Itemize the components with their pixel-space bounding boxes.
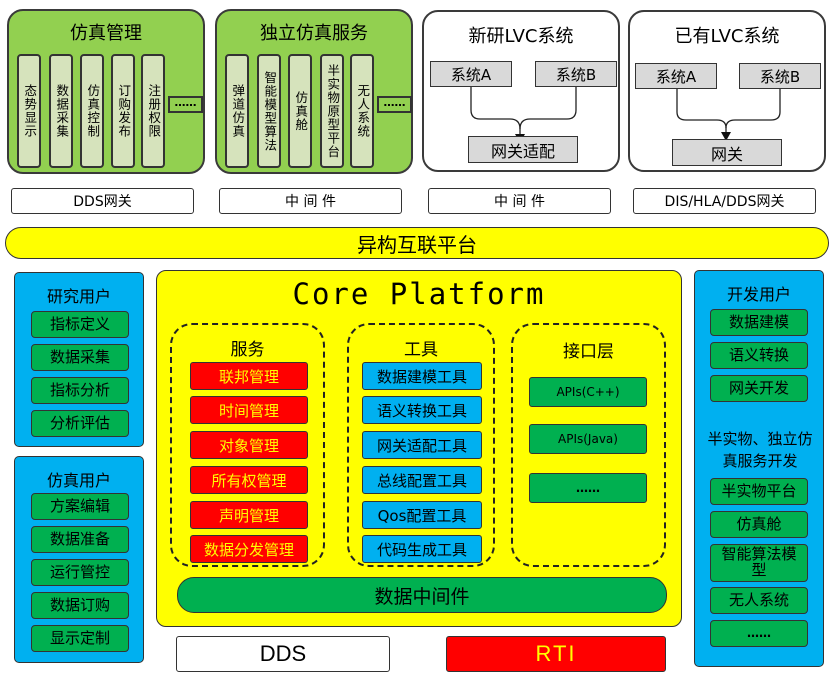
dev-subtitle: 半实物、独立仿真服务开发 — [707, 430, 813, 470]
sim-users-panel: 仿真用户 方案编辑 数据准备 运行管控 数据订购 显示定制 — [14, 456, 144, 663]
sim-mgmt-item: 态势显示 — [17, 54, 41, 168]
research-item: 指标定义 — [31, 311, 129, 338]
hetero-interconnect-platform: 异构互联平台 — [5, 227, 829, 259]
dev-item: 语义转换 — [710, 342, 808, 369]
api-item-more: …… — [529, 473, 647, 503]
tool-item: 网关适配工具 — [362, 431, 482, 459]
sim-user-item: 运行管控 — [31, 559, 129, 586]
standalone-item: 弹道仿真 — [225, 54, 249, 168]
existing-lvc-gateway: 网关 — [672, 139, 782, 166]
services-title: 服务 — [230, 340, 265, 360]
service-item: 时间管理 — [190, 396, 308, 424]
sim-mgmt-more: …… — [168, 96, 203, 113]
core-platform: Core Platform 服务 联邦管理 时间管理 对象管理 所有权管理 声明… — [156, 270, 682, 627]
research-users-panel: 研究用户 指标定义 数据采集 指标分析 分析评估 — [14, 272, 144, 447]
standalone-item: 半实物原型平台 — [320, 54, 344, 168]
standalone-item: 无人系统 — [350, 54, 374, 168]
dev-item: 数据建模 — [710, 309, 808, 336]
sim-mgmt-item: 仿真控制 — [80, 54, 104, 168]
research-item: 分析评估 — [31, 410, 129, 437]
tool-item: 代码生成工具 — [362, 535, 482, 563]
dds-box: DDS — [176, 636, 390, 672]
data-middleware-bar: 数据中间件 — [177, 577, 667, 613]
standalone-more: …… — [377, 96, 412, 113]
dev-sub-item: 半实物平台 — [710, 478, 808, 505]
gateway-label-dis-hla-dds: DIS/HLA/DDS网关 — [633, 188, 816, 214]
standalone-item: 仿真舱 — [288, 54, 312, 168]
existing-lvc-system-b: 系统B — [739, 63, 821, 89]
dev-sub-item-more: …… — [710, 620, 808, 647]
service-item: 对象管理 — [190, 431, 308, 459]
sim-user-item: 方案编辑 — [31, 493, 129, 520]
existing-lvc-system-a: 系统A — [635, 63, 717, 89]
dev-sub-item: 仿真舱 — [710, 511, 808, 538]
research-item: 数据采集 — [31, 344, 129, 371]
standalone-service-group: 独立仿真服务 弹道仿真 智能模型算法 仿真舱 半实物原型平台 无人系统 …… — [215, 9, 413, 174]
service-item: 数据分发管理 — [190, 535, 308, 563]
tool-item: 总线配置工具 — [362, 466, 482, 494]
sim-management-title: 仿真管理 — [70, 23, 142, 44]
arrow-down-icon — [721, 132, 731, 141]
api-item-java: APIs(Java) — [529, 424, 647, 454]
new-lvc-group: 新研LVC系统 系统A 系统B 网关适配 — [422, 10, 620, 172]
sim-user-item: 数据准备 — [31, 526, 129, 553]
gateway-label-middleware-2: 中 间 件 — [428, 188, 611, 214]
dev-item: 网关开发 — [710, 375, 808, 402]
service-item: 声明管理 — [190, 501, 308, 529]
tools-group: 工具 数据建模工具 语义转换工具 网关适配工具 总线配置工具 Qos配置工具 代… — [347, 323, 495, 567]
research-users-title: 研究用户 — [46, 287, 111, 306]
dev-sub-item: 无人系统 — [710, 587, 808, 614]
existing-lvc-title: 已有LVC系统 — [674, 26, 780, 47]
dev-users-panel: 开发用户 数据建模 语义转换 网关开发 半实物、独立仿真服务开发 半实物平台 仿… — [694, 270, 824, 667]
new-lvc-title: 新研LVC系统 — [468, 26, 574, 47]
core-platform-title: Core Platform — [292, 277, 546, 311]
existing-lvc-connector — [676, 89, 781, 141]
interface-layer-title: 接口层 — [563, 342, 614, 362]
sim-user-item: 数据订购 — [31, 592, 129, 619]
gateway-label-dds: DDS网关 — [11, 188, 194, 214]
interface-layer-group: 接口层 APIs(C++) APIs(Java) …… — [511, 323, 666, 567]
gateway-label-middleware-1: 中 间 件 — [219, 188, 402, 214]
tool-item: 语义转换工具 — [362, 396, 482, 424]
tool-item: Qos配置工具 — [362, 501, 482, 529]
service-item: 联邦管理 — [190, 362, 308, 390]
sim-user-item: 显示定制 — [31, 625, 129, 652]
new-lvc-gateway-adapter: 网关适配 — [468, 136, 578, 163]
sim-users-title: 仿真用户 — [46, 471, 111, 490]
rti-box: RTI — [446, 636, 666, 672]
api-item-cpp: APIs(C++) — [529, 377, 647, 407]
sim-mgmt-item: 注册权限 — [141, 54, 165, 168]
dev-users-title: 开发用户 — [726, 285, 791, 304]
sim-mgmt-item: 订购发布 — [111, 54, 135, 168]
existing-lvc-group: 已有LVC系统 系统A 系统B 网关 — [628, 10, 826, 172]
service-item: 所有权管理 — [190, 466, 308, 494]
dev-sub-item: 智能算法模型 — [710, 544, 808, 582]
sim-mgmt-item: 数据采集 — [49, 54, 73, 168]
sim-management-group: 仿真管理 态势显示 数据采集 仿真控制 订购发布 注册权限 …… — [7, 9, 205, 174]
tools-title: 工具 — [404, 340, 438, 360]
new-lvc-system-a: 系统A — [430, 61, 512, 87]
services-group: 服务 联邦管理 时间管理 对象管理 所有权管理 声明管理 数据分发管理 — [170, 323, 325, 567]
standalone-item: 智能模型算法 — [257, 54, 281, 168]
standalone-service-title: 独立仿真服务 — [260, 23, 368, 44]
research-item: 指标分析 — [31, 377, 129, 404]
new-lvc-system-b: 系统B — [535, 61, 617, 87]
tool-item: 数据建模工具 — [362, 362, 482, 390]
